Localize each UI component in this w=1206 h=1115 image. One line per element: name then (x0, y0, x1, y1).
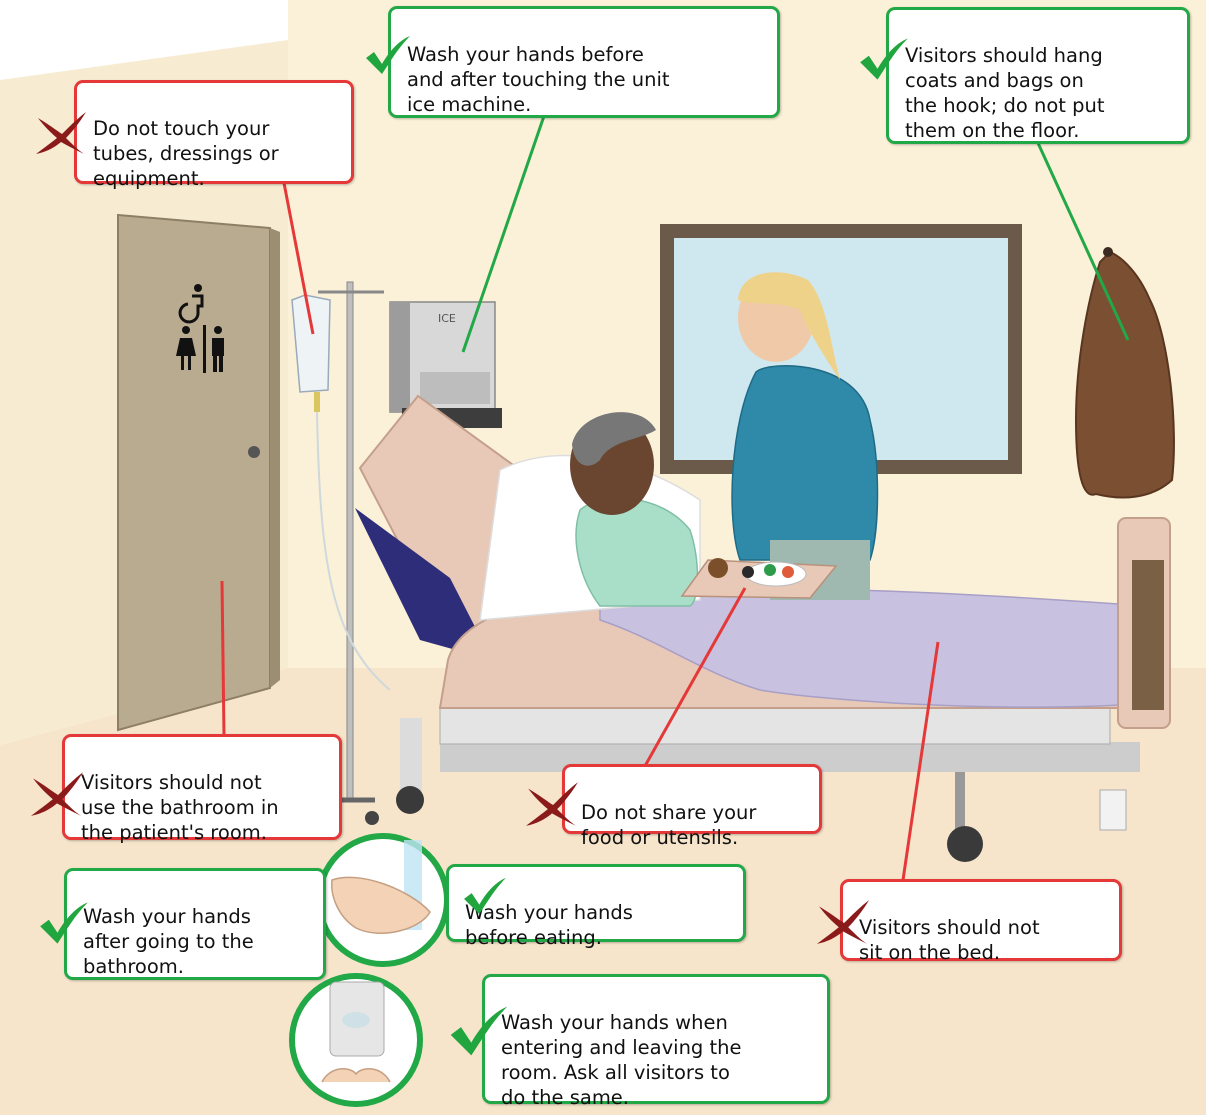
room-window (660, 224, 1022, 474)
check-mark-icon (464, 877, 506, 915)
callout-after-bathroom: Wash your hands after going to the bathr… (64, 868, 326, 980)
check-mark-icon (860, 38, 908, 80)
callout-ice-machine: Wash your hands before and after touchin… (388, 6, 780, 118)
door-knob (248, 446, 260, 458)
check-mark-icon (40, 902, 88, 944)
x-mark-icon (36, 112, 86, 154)
callout-tubes: Do not touch your tubes, dressings or eq… (74, 80, 354, 190)
callout-coats: Visitors should hang coats and bags on t… (886, 7, 1190, 144)
handwashing-circle (316, 833, 450, 967)
callout-after-bathroom-text: Wash your hands after going to the bathr… (83, 905, 254, 978)
sanitizer-circle (289, 973, 423, 1107)
restroom-sign-icon (176, 284, 224, 373)
callout-entering-leaving-text: Wash your hands when entering and leavin… (501, 1011, 742, 1109)
leader-sit-bed (901, 641, 940, 881)
x-mark-icon (526, 782, 578, 826)
coat-on-hook (1074, 247, 1175, 499)
callout-ice-machine-text: Wash your hands before and after touchin… (407, 43, 670, 116)
x-mark-icon (30, 772, 84, 816)
callout-sit-bed-text: Visitors should not sit on the bed. (859, 916, 1040, 964)
callout-food-text: Do not share your food or utensils. (581, 801, 757, 849)
food-tray (680, 558, 838, 599)
iv-pole (291, 281, 391, 825)
bathroom-door (117, 213, 280, 732)
callout-before-eating-text: Wash your hands before eating. (465, 901, 633, 949)
leader-lines (220, 115, 1130, 881)
check-mark-icon (366, 36, 410, 74)
callout-coats-text: Visitors should hang coats and bags on t… (905, 44, 1105, 142)
callout-tubes-text: Do not touch your tubes, dressings or eq… (93, 117, 279, 190)
x-mark-icon (816, 900, 870, 944)
leader-food (643, 587, 747, 767)
callout-bathroom-visitors-text: Visitors should not use the bathroom in … (81, 771, 279, 844)
callout-entering-leaving: Wash your hands when entering and leavin… (482, 974, 830, 1109)
callout-sit-bed: Visitors should not sit on the bed. (840, 879, 1122, 964)
callout-bathroom-visitors: Visitors should not use the bathroom in … (62, 734, 342, 844)
patient (479, 412, 701, 621)
check-mark-icon (450, 1006, 508, 1056)
leader-bathroom (220, 580, 226, 737)
leader-coats (1036, 142, 1130, 341)
ice-machine-label: ICE (438, 312, 456, 325)
callout-before-eating: Wash your hands before eating. (446, 864, 746, 949)
callout-food: Do not share your food or utensils. (562, 764, 822, 849)
leader-tubes (282, 182, 315, 335)
leader-ice (461, 115, 546, 353)
